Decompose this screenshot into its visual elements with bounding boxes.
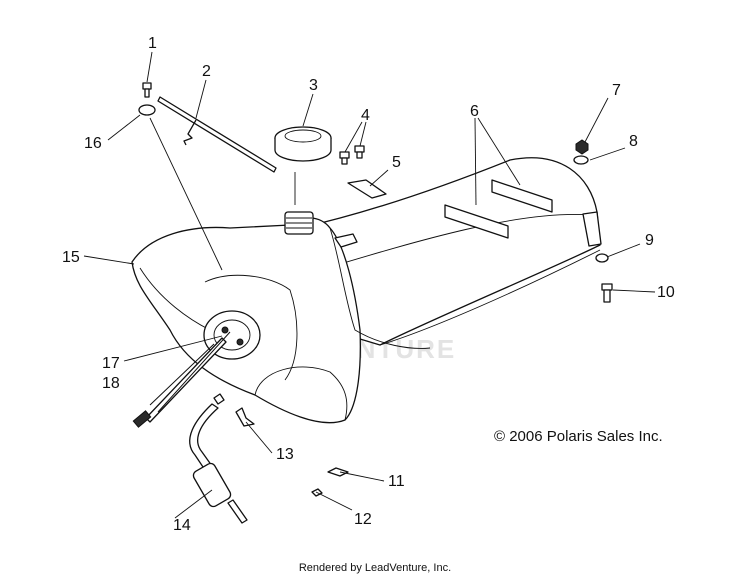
- callout-labels: 1 2 3 4 5 6 7 8 9 10 11 12 13 14 15 16 1…: [62, 35, 675, 534]
- callout-11: 11: [388, 473, 405, 490]
- bolt-part-10: [601, 283, 613, 303]
- callout-12: 12: [354, 511, 372, 528]
- callout-17: 17: [102, 355, 120, 372]
- callout-15: 15: [62, 249, 80, 266]
- wiring-harness-part-17-18: [132, 331, 231, 428]
- callout-18: 18: [102, 375, 120, 392]
- callout-7: 7: [612, 82, 621, 99]
- callout-5: 5: [392, 154, 401, 171]
- tank-rear-section: [299, 157, 601, 346]
- fuel-tank: [131, 211, 431, 424]
- callout-1: 1: [148, 35, 157, 52]
- callout-10: 10: [657, 284, 675, 301]
- clamp-part-13: [235, 407, 255, 427]
- screws-part-4: [339, 145, 365, 165]
- callout-4: 4: [361, 107, 370, 124]
- bracket-part-5: [347, 179, 387, 199]
- copyright-text: © 2006 Polaris Sales Inc.: [494, 428, 663, 445]
- callout-9: 9: [645, 232, 654, 249]
- footer-credit: Rendered by LeadVenture, Inc.: [298, 562, 452, 574]
- washer-part-16: [138, 104, 156, 116]
- callout-14: 14: [173, 517, 191, 534]
- decal-strip-2: [491, 179, 553, 213]
- callout-13: 13: [276, 446, 294, 463]
- decal-strip-1: [444, 204, 509, 239]
- washer-part-8: [573, 155, 589, 165]
- vent-hose-part-2: [157, 96, 277, 173]
- callout-2: 2: [202, 63, 211, 80]
- decal-strips: [444, 179, 553, 239]
- callout-6: 6: [470, 103, 479, 120]
- fuel-line-filter-part-14: [189, 393, 248, 524]
- callout-3: 3: [309, 77, 318, 94]
- screw-part-1: [142, 82, 152, 98]
- callout-8: 8: [629, 133, 638, 150]
- washer-part-9: [595, 253, 609, 263]
- clip-part-11: [327, 467, 349, 477]
- nut-part-7: [575, 139, 589, 155]
- callout-16: 16: [84, 135, 102, 152]
- leader-lines: [83, 51, 656, 519]
- fuel-cap-part-3: [274, 126, 332, 162]
- rear-mount-bracket: [582, 211, 602, 247]
